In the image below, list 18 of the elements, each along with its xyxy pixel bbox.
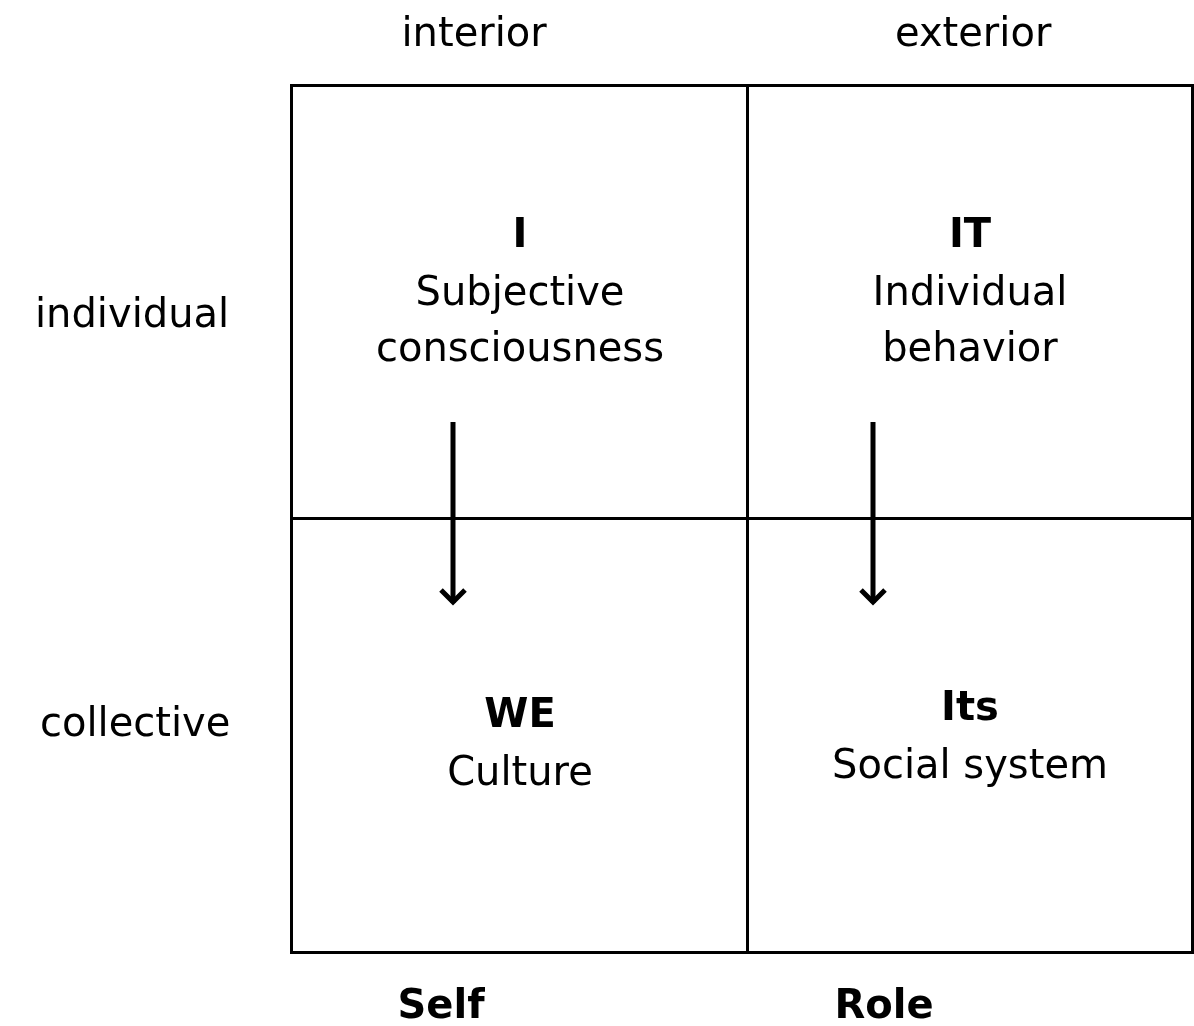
quadrant-heading: WE (483, 689, 557, 738)
axis-label: Role (834, 980, 934, 1026)
quadrant-text: Subjective consciousness (374, 267, 666, 372)
axis-label: individual (35, 289, 230, 337)
quadrant-box (746, 84, 1194, 520)
arrow (858, 422, 888, 605)
axis-label: interior (401, 8, 547, 56)
axis-label: exterior (895, 8, 1052, 56)
axis-label: Self (397, 980, 485, 1026)
quadrant-box (746, 517, 1194, 954)
quadrant-text: Culture (446, 747, 594, 796)
axis-label: collective (40, 698, 231, 746)
quadrant-text: Social system (831, 740, 1109, 789)
quadrant-text: Individual behavior (871, 267, 1069, 372)
quadrant-heading: I (511, 209, 529, 258)
quadrant-heading: IT (947, 209, 993, 258)
arrow (438, 422, 468, 605)
quadrant-heading: Its (940, 682, 1000, 731)
